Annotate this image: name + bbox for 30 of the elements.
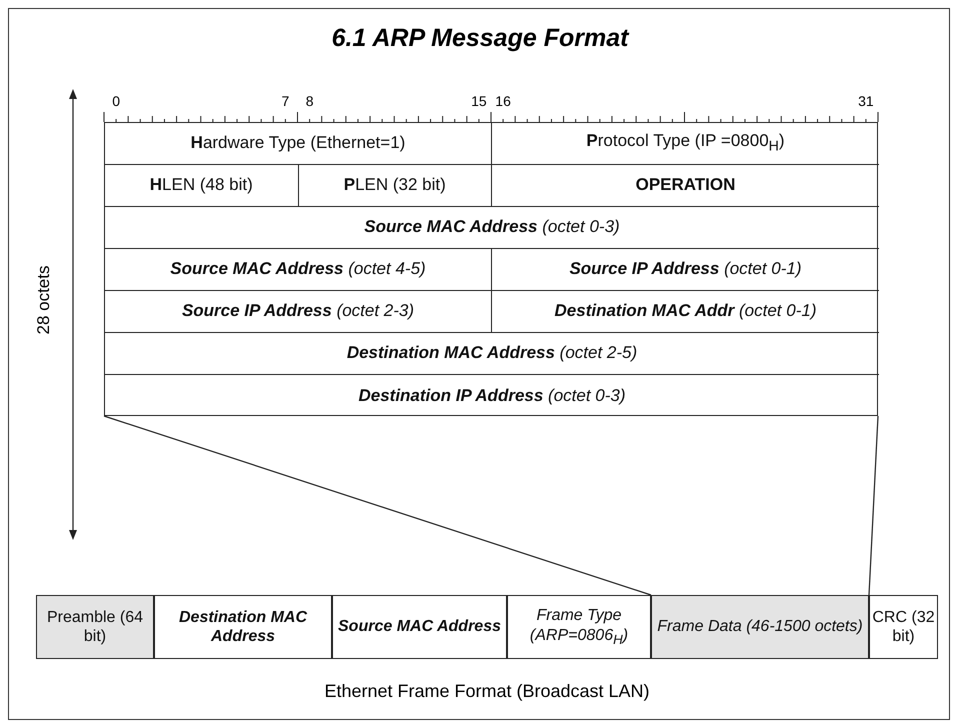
field-cell: Source MAC Address (octet 4-5) [105,249,492,291]
bit-number: 7 [282,93,290,109]
projection-line [868,416,879,596]
field-cell: Destination MAC Address (octet 2-5) [105,333,879,375]
field-cell: Source IP Address (octet 0-1) [492,249,879,291]
field-cell: Destination MAC Addr (octet 0-1) [492,291,879,333]
bit-number: 16 [495,93,511,109]
field-cell: Frame Data (46-1500 octets) [651,595,869,659]
diagram-title: 6.1 ARP Message Format [330,24,630,53]
bit-number: 0 [112,93,120,109]
field-cell: Source MAC Address (octet 0-3) [105,207,879,249]
arp-message-table [104,122,878,416]
bit-number: 15 [471,93,487,109]
bit-number: 8 [306,93,314,109]
field-cell: Source IP Address (octet 2-3) [105,291,492,333]
field-cell: Source MAC Address [332,595,507,659]
field-cell: Frame Type (ARP=0806$_{H}$) [507,595,651,659]
bit-number: 31 [858,93,874,109]
field-cell: OPERATION [492,165,879,207]
field-cell: Hardware Type (Ethernet=1) [105,123,492,165]
field-cell: CRC (32 bit) [869,595,938,659]
field-cell: Protocol Type (IP =0800$_{H}$) [492,123,879,165]
frame-caption: Ethernet Frame Format (Broadcast LAN) [323,681,651,702]
field-cell: HLEN (48 bit) [105,165,298,207]
field-cell: Destination MAC Address [154,595,332,659]
field-cell: PLEN (32 bit) [298,165,492,207]
dimension-label: 28 octets [34,266,54,334]
field-cell: Destination IP Address (octet 0-3) [105,375,879,417]
projection-line [104,415,652,596]
field-cell: Preamble (64 bit) [36,595,154,659]
